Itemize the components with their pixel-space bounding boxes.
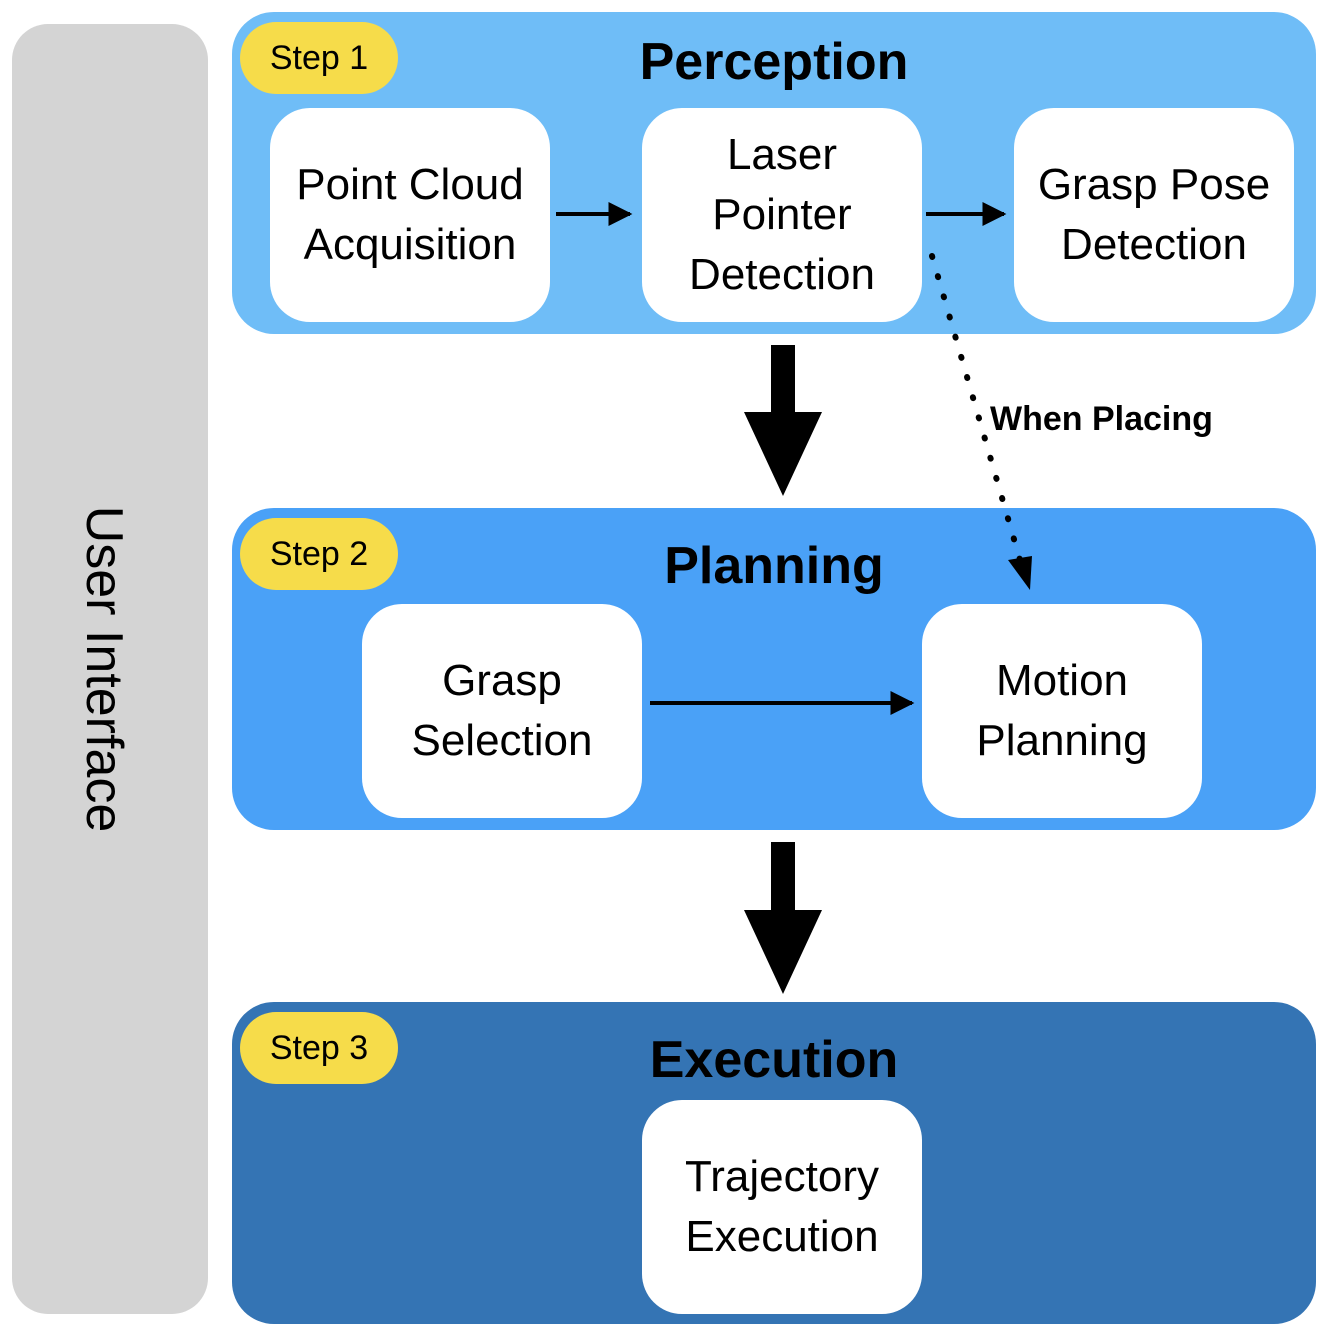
arrow-perception-to-planning [744,345,822,496]
when-placing-label: When Placing [990,400,1213,438]
grasp-selection-box: Grasp Selection [362,604,642,818]
trajectory-execution-box: Trajectory Execution [642,1100,922,1314]
step-3-badge: Step 3 [240,1012,398,1084]
perception-title: Perception [639,33,909,91]
step-1-badge: Step 1 [240,22,398,94]
planning-title: Planning [664,537,884,595]
user-interface-label: User Interface [75,505,133,833]
perception-stage: Step 1 Perception Point Cloud Acquisitio… [232,12,1316,334]
step-2-badge: Step 2 [240,518,398,590]
user-interface-panel [12,24,208,1314]
point-cloud-acquisition-box: Point Cloud Acquisition [270,108,550,322]
grasp-pose-detection-box: Grasp Pose Detection [1014,108,1294,322]
laser-pointer-detection-box: Laser Pointer Detection [642,108,922,322]
motion-planning-box: Motion Planning [922,604,1202,818]
planning-stage: Step 2 Planning Grasp Selection Motion P… [232,508,1316,830]
arrow-planning-to-execution [744,842,822,994]
execution-stage: Step 3 Execution Trajectory Execution [232,1002,1316,1324]
execution-title: Execution [649,1031,899,1089]
